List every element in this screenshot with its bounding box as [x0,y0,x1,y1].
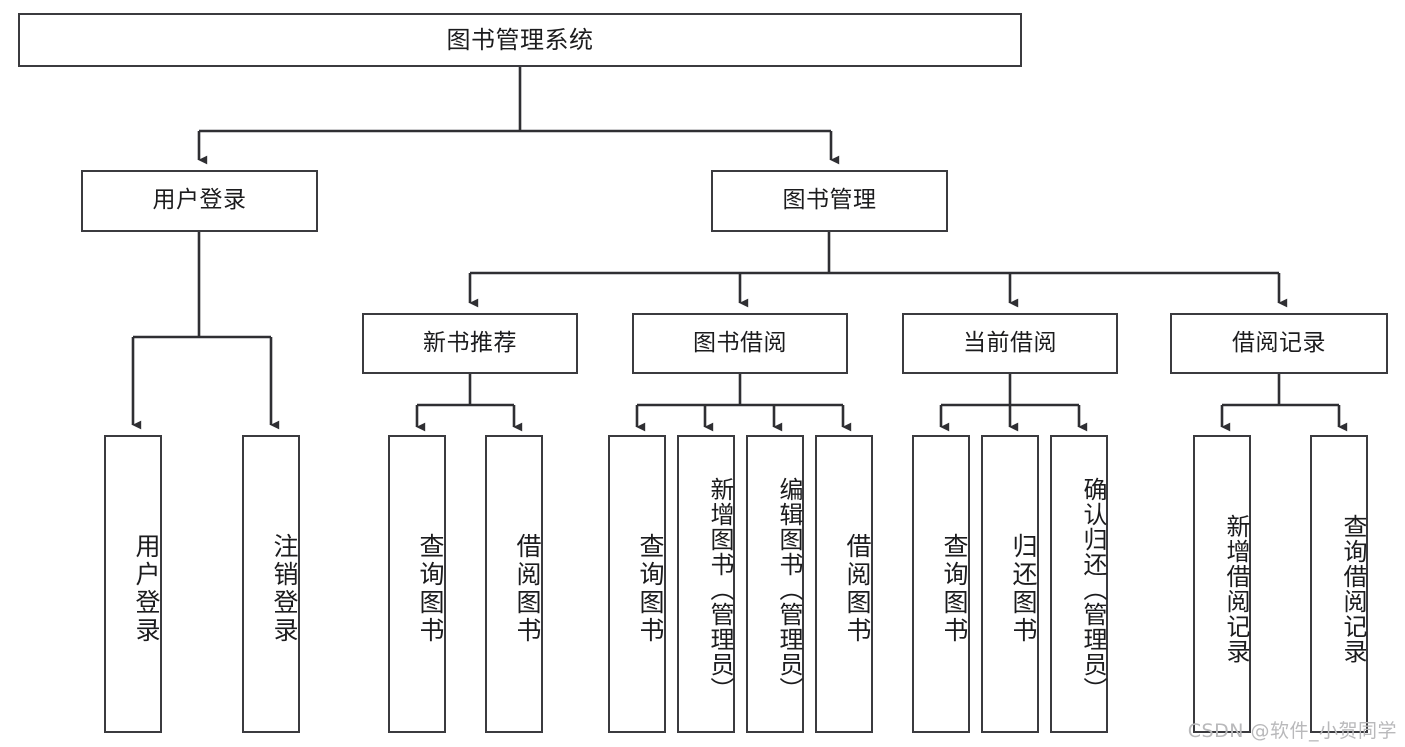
leaf-confirm-return-admin[interactable]: 确认归还（管理员） [1050,435,1108,733]
node-book-management[interactable]: 图书管理 [711,170,948,232]
leaf-query-borrow-record[interactable]: 查询借阅记录 [1310,435,1368,733]
node-borrow-record[interactable]: 借阅记录 [1170,313,1388,374]
leaf-query-book-current[interactable]: 查询图书 [912,435,970,733]
node-new-book-recommend[interactable]: 新书推荐 [362,313,578,374]
leaf-user-login[interactable]: 用户登录 [104,435,162,733]
leaf-add-borrow-record[interactable]: 新增借阅记录 [1193,435,1251,733]
leaf-edit-book-admin[interactable]: 编辑图书（管理员） [746,435,804,733]
leaf-query-book-borrow[interactable]: 查询图书 [608,435,666,733]
leaf-add-book-admin[interactable]: 新增图书（管理员） [677,435,735,733]
watermark-text: CSDN @软件_小贺同学 [1187,720,1397,742]
leaf-borrow-book-recommend[interactable]: 借阅图书 [485,435,543,733]
node-book-borrow[interactable]: 图书借阅 [632,313,848,374]
leaf-borrow-book[interactable]: 借阅图书 [815,435,873,733]
leaf-return-book[interactable]: 归还图书 [981,435,1039,733]
node-user-login[interactable]: 用户登录 [81,170,318,232]
leaf-query-book-recommend[interactable]: 查询图书 [388,435,446,733]
leaf-logout[interactable]: 注销登录 [242,435,300,733]
node-root-system[interactable]: 图书管理系统 [18,13,1022,67]
node-current-borrow[interactable]: 当前借阅 [902,313,1118,374]
